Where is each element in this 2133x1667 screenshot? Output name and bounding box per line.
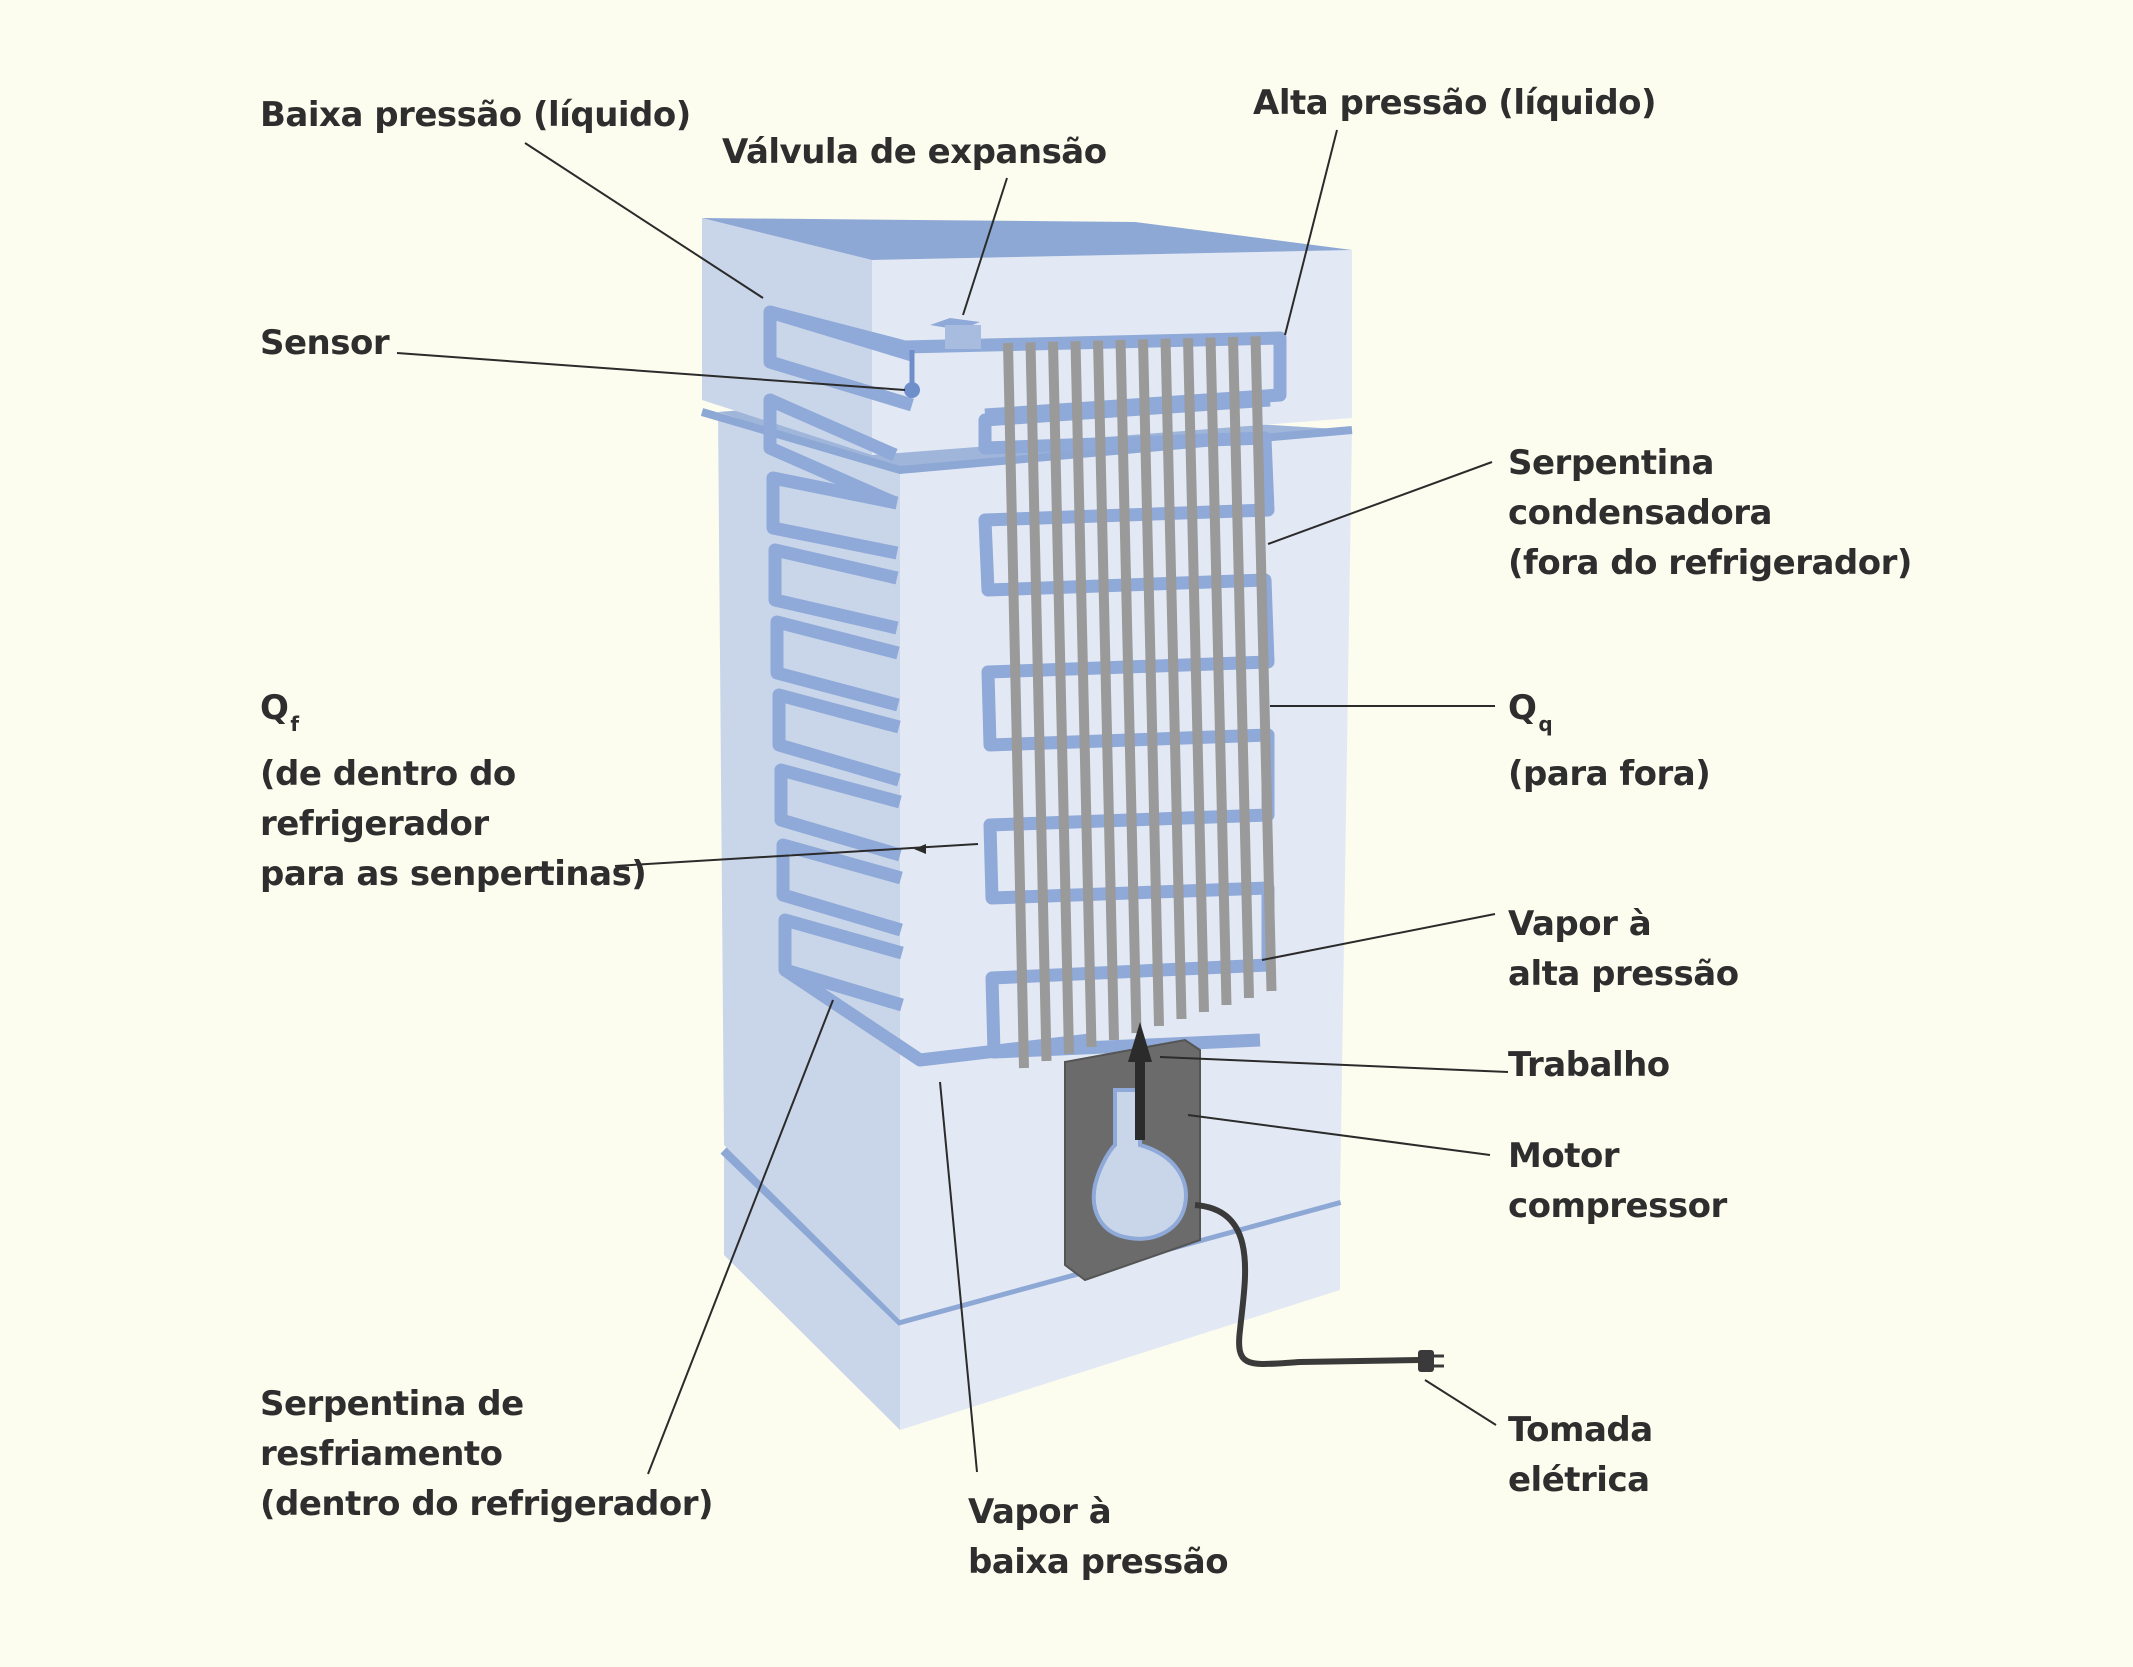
label-serpentina-resfriamento-line-1: Serpentina de [260, 1384, 524, 1424]
label-qq-symbol: Q [1508, 688, 1537, 728]
label-sensor: Sensor [260, 318, 390, 368]
label-baixa-pressao-liquido-text: Baixa pressão (líquido) [260, 95, 691, 135]
grille-rod [1228, 336, 1254, 999]
label-qf-subscript: f [290, 712, 299, 736]
cabinet-upper-side [702, 218, 872, 455]
power-cord [1194, 1202, 1444, 1372]
label-qf-symbol: Q [260, 688, 289, 728]
label-valvula-expansao-text: Válvula de expansão [722, 132, 1107, 172]
label-qq-text: (para fora) [1508, 754, 1711, 794]
expansion-valve [930, 318, 981, 349]
grille-rod [1160, 338, 1187, 1020]
label-trabalho: Trabalho [1508, 1040, 1670, 1090]
leader-qf-arrowhead [914, 844, 926, 854]
leader-valvula [962, 177, 1008, 316]
grille-rod [1093, 340, 1119, 1041]
grille-rod [1115, 339, 1142, 1034]
label-alta-pressao-liquido: Alta pressão (líquido) [1253, 78, 1657, 128]
motor-compressor [1064, 1022, 1201, 1282]
label-tomada-eletrica: Tomada elétrica [1508, 1405, 1653, 1505]
label-qf-line-1: (de dentro do [260, 754, 516, 794]
label-trabalho-text: Trabalho [1508, 1045, 1670, 1085]
compressor-bulb [1091, 1088, 1188, 1241]
leader-lines [396, 129, 1509, 1475]
leader-serpentina-condensadora [1267, 461, 1493, 545]
grille-rod [1183, 338, 1209, 1013]
cooling-coil-loop-8 [776, 838, 903, 937]
label-baixa-pressao-liquido: Baixa pressão (líquido) [260, 90, 691, 140]
cooling-coil-loop-5 [770, 615, 900, 712]
cabinet-upper-top [702, 218, 1352, 260]
label-serpentina-condensadora-line-2: condensadora [1508, 493, 1772, 533]
grille-rod [1025, 342, 1052, 1062]
leader-trabalho [1159, 1056, 1509, 1073]
label-sensor-text: Sensor [260, 323, 390, 363]
cooling-coil-loop-7 [774, 763, 902, 862]
label-qf-line-2: refrigerador [260, 804, 489, 844]
leader-serpentina-resfriamento [647, 999, 834, 1475]
grille-rod [1003, 342, 1029, 1069]
label-motor-compressor: Motor compressor [1508, 1131, 1727, 1231]
label-tomada-eletrica-line-1: Tomada [1508, 1410, 1653, 1450]
label-serpentina-resfriamento-line-3: (dentro do refrigerador) [260, 1484, 714, 1524]
cooling-coil-loop-4 [768, 543, 899, 635]
label-vapor-alta-pressao-line-1: Vapor à [1508, 904, 1652, 944]
label-serpentina-resfriamento-line-2: resfriamento [260, 1434, 503, 1474]
leader-motor [1187, 1114, 1491, 1156]
label-vapor-alta-pressao-line-2: alta pressão [1508, 954, 1739, 994]
cabinet-base-side [724, 1150, 900, 1430]
power-plug-body [1418, 1350, 1434, 1372]
label-vapor-baixa-pressao-line-2: baixa pressão [968, 1542, 1229, 1582]
cabinet-base-back [900, 1200, 1340, 1430]
power-cord-wire [1194, 1202, 1421, 1367]
cooling-coil-loop-9 [778, 913, 904, 1012]
grille-rod [1205, 337, 1232, 1006]
leader-tomada [1424, 1379, 1497, 1426]
label-motor-compressor-line-1: Motor [1508, 1136, 1620, 1176]
label-serpentina-condensadora-line-1: Serpentina [1508, 443, 1714, 483]
label-serpentina-resfriamento: Serpentina de resfriamento (dentro do re… [260, 1379, 714, 1529]
leader-vapor-baixa [939, 1081, 978, 1473]
grille-rod [1138, 339, 1164, 1027]
grille-rod [1070, 341, 1097, 1048]
label-vapor-baixa-pressao: Vapor à baixa pressão [968, 1487, 1229, 1587]
work-arrow-head [1128, 1022, 1152, 1062]
grille-rod [1250, 336, 1277, 992]
condenser-grille [1003, 336, 1277, 1069]
leader-vapor-alta [1261, 913, 1496, 961]
grille-rod [1048, 341, 1074, 1055]
cooling-coil-loop-3 [766, 471, 899, 560]
label-valvula-expansao: Válvula de expansão [722, 127, 1107, 177]
sensor-bulb [904, 382, 920, 398]
label-alta-pressao-liquido-text: Alta pressão (líquido) [1253, 83, 1657, 123]
label-vapor-alta-pressao: Vapor à alta pressão [1508, 899, 1739, 999]
label-qf-line-3: para as senpertinas) [260, 854, 647, 894]
sensor [904, 350, 920, 398]
label-vapor-baixa-pressao-line-1: Vapor à [968, 1492, 1112, 1532]
label-serpentina-condensadora-line-3: (fora do refrigerador) [1508, 543, 1912, 583]
expansion-valve-body [945, 325, 981, 349]
cooling-coil-loop-2 [763, 393, 898, 509]
label-motor-compressor-line-2: compressor [1508, 1186, 1727, 1226]
label-serpentina-condensadora: Serpentina condensadora (fora do refrige… [1508, 438, 1912, 588]
cooling-coil-loop-6 [772, 688, 901, 787]
leader-sensor [396, 352, 906, 391]
leader-alta-pressao [1284, 129, 1338, 336]
label-tomada-eletrica-line-2: elétrica [1508, 1460, 1650, 1500]
leader-baixa-pressao [524, 142, 764, 299]
label-qq-subscript: q [1538, 712, 1553, 736]
